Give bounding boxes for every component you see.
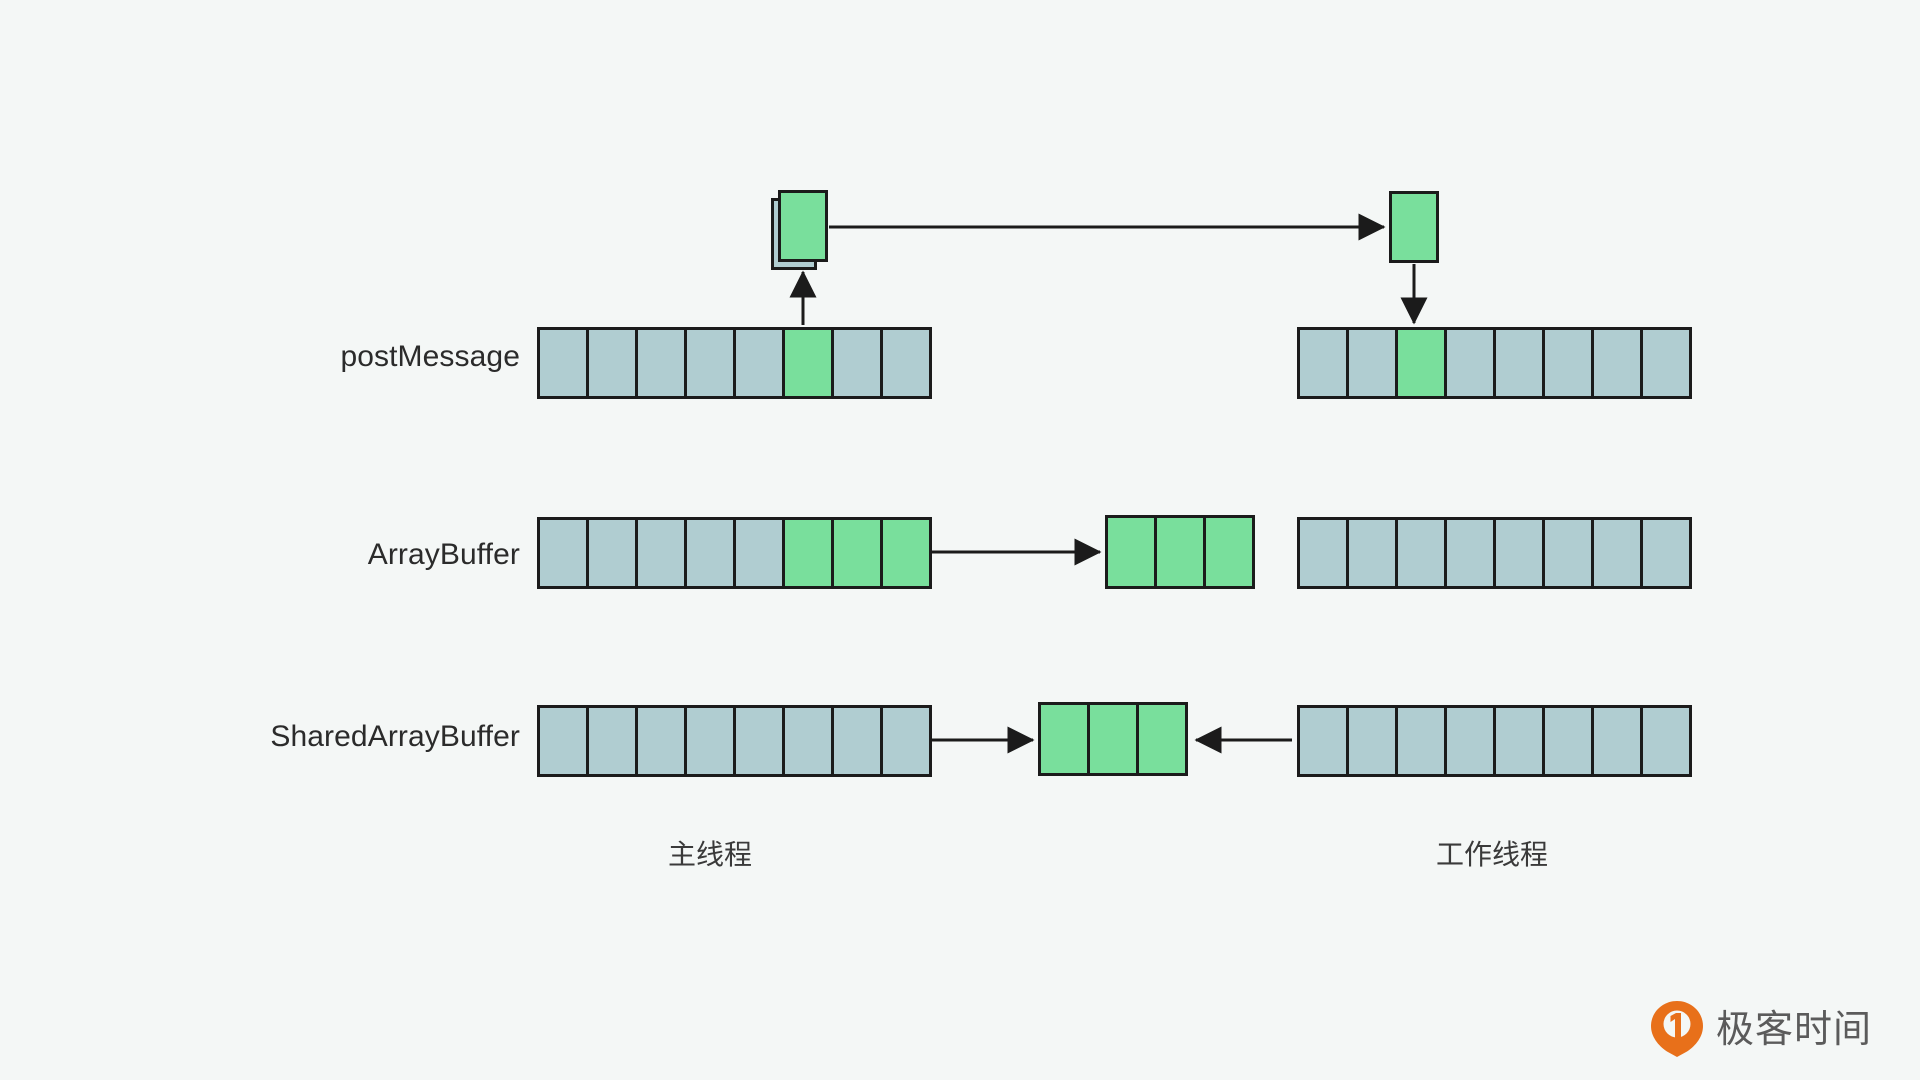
row-label-sharedarraybuffer: SharedArrayBuffer	[270, 720, 520, 753]
memory-cell	[1542, 517, 1594, 589]
memory-cell	[880, 327, 932, 399]
memory-cell	[1038, 702, 1090, 776]
memory-cell	[1444, 517, 1496, 589]
memory-cell	[1395, 705, 1447, 777]
memory-cell	[1493, 705, 1545, 777]
memory-cell	[782, 705, 834, 777]
array-arraybuffer-main	[537, 517, 932, 589]
memory-cell	[1591, 705, 1643, 777]
memory-cell	[1346, 327, 1398, 399]
memory-cell	[733, 705, 785, 777]
memory-cell	[880, 517, 932, 589]
array-postmessage-worker	[1297, 327, 1692, 399]
memory-cell	[1591, 327, 1643, 399]
memory-cell	[1105, 515, 1157, 589]
memory-cell	[684, 705, 736, 777]
array-sharedarraybuffer-shared	[1038, 702, 1188, 776]
memory-cell	[831, 517, 883, 589]
memory-cell	[586, 705, 638, 777]
memory-cell	[586, 327, 638, 399]
memory-cell	[1493, 517, 1545, 589]
memory-cell	[537, 517, 589, 589]
memory-cell	[635, 517, 687, 589]
message-box-worker-clone	[1389, 191, 1439, 263]
memory-cell	[1297, 517, 1349, 589]
memory-cell	[1395, 517, 1447, 589]
memory-cell	[1297, 705, 1349, 777]
geektime-logo-icon	[1651, 1001, 1703, 1057]
array-postmessage-main	[537, 327, 932, 399]
memory-cell	[1640, 327, 1692, 399]
memory-cell	[1640, 705, 1692, 777]
memory-cell	[1297, 327, 1349, 399]
array-arraybuffer-transferred	[1105, 515, 1255, 589]
array-sharedarraybuffer-worker	[1297, 705, 1692, 777]
row-label-arraybuffer: ArrayBuffer	[367, 538, 520, 571]
memory-cell	[1136, 702, 1188, 776]
memory-cell	[1087, 702, 1139, 776]
row-label-postmessage: postMessage	[340, 340, 520, 373]
memory-cell	[1640, 517, 1692, 589]
memory-cell	[1591, 517, 1643, 589]
memory-cell	[733, 517, 785, 589]
memory-cell	[1542, 327, 1594, 399]
memory-cell	[1395, 327, 1447, 399]
memory-cell	[635, 327, 687, 399]
memory-cell	[733, 327, 785, 399]
memory-cell	[831, 705, 883, 777]
memory-cell	[1493, 327, 1545, 399]
memory-cell	[782, 327, 834, 399]
memory-cell	[1444, 705, 1496, 777]
memory-cell	[684, 327, 736, 399]
memory-cell	[880, 705, 932, 777]
memory-cell	[1346, 517, 1398, 589]
memory-cell	[635, 705, 687, 777]
array-arraybuffer-worker	[1297, 517, 1692, 589]
memory-cell	[1203, 515, 1255, 589]
message-box-main-clone	[778, 190, 828, 262]
memory-cell	[537, 327, 589, 399]
memory-cell	[684, 517, 736, 589]
memory-cell	[586, 517, 638, 589]
memory-cell	[1154, 515, 1206, 589]
memory-cell	[782, 517, 834, 589]
thread-caption-worker: 工作线程	[1436, 838, 1549, 871]
memory-cell	[831, 327, 883, 399]
memory-cell	[1444, 327, 1496, 399]
array-sharedarraybuffer-main	[537, 705, 932, 777]
memory-cell	[1346, 705, 1398, 777]
watermark: 极客时间	[1650, 1000, 1872, 1058]
thread-caption-main: 主线程	[668, 838, 753, 871]
memory-cell	[1542, 705, 1594, 777]
watermark-text: 极客时间	[1716, 1007, 1873, 1051]
memory-cell	[537, 705, 589, 777]
